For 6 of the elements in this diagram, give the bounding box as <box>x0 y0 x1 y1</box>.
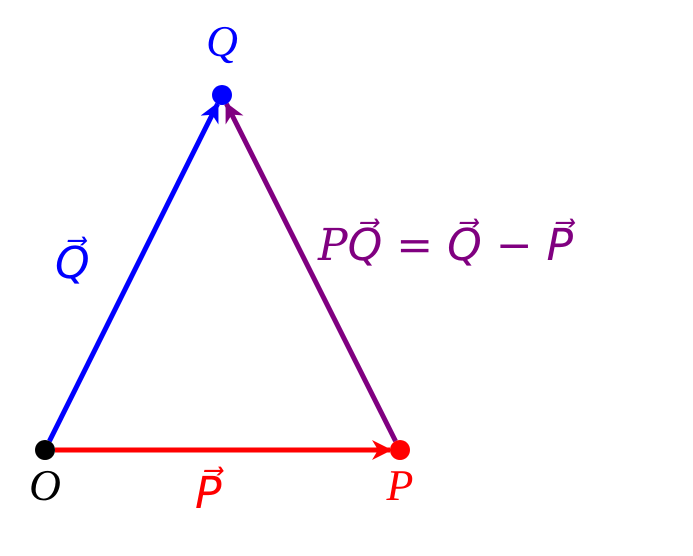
point-label: O <box>28 464 62 508</box>
point-label: Q <box>205 20 239 64</box>
vector-arrow <box>55 440 392 460</box>
vector-arrow <box>47 102 220 442</box>
vector-arrow <box>224 102 398 442</box>
point-label: P <box>385 464 414 508</box>
